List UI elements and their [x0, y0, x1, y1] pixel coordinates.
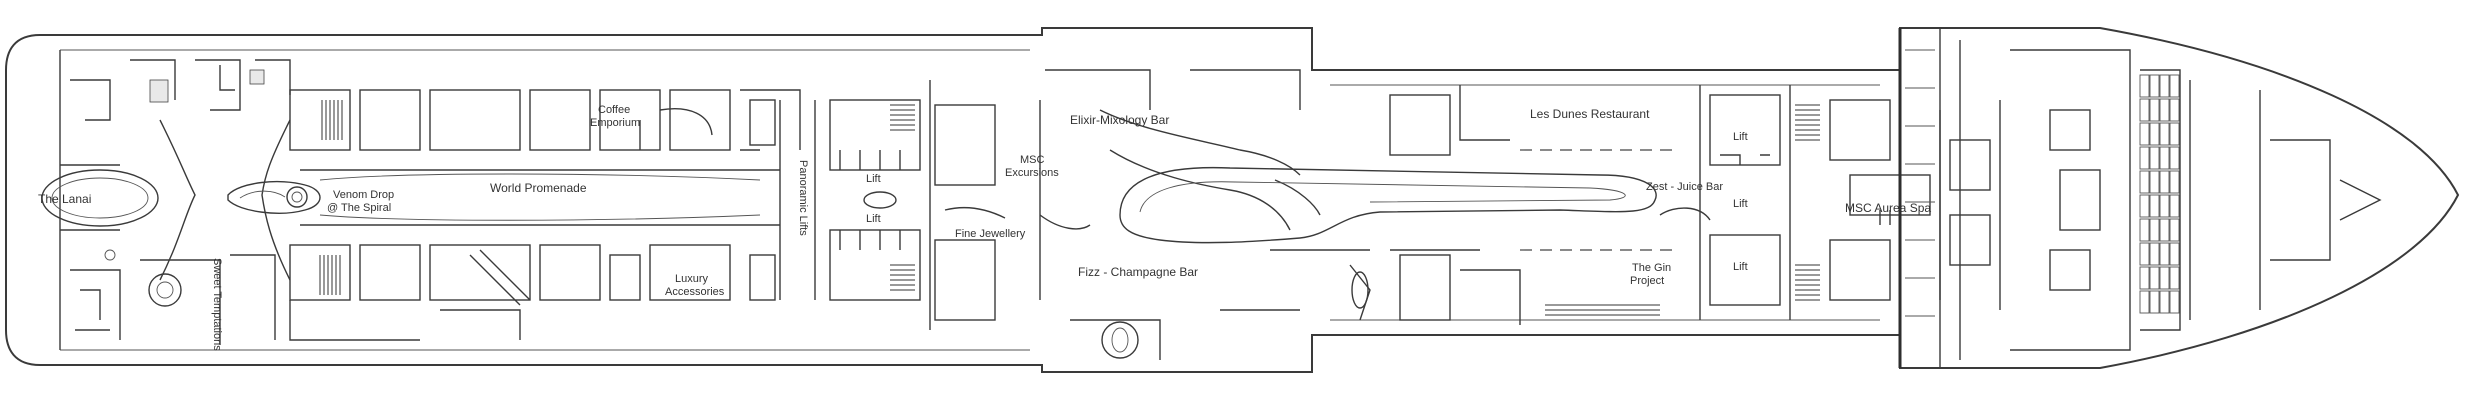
bow-cabin-cell [2139, 98, 2150, 122]
bow-cabin-cell [2139, 194, 2150, 218]
label-world-promenade: World Promenade [490, 181, 587, 195]
bow-cabin-cell [2169, 98, 2180, 122]
bow-cabin-cell [2159, 146, 2170, 170]
bow-cabin-cell [2149, 170, 2160, 194]
label-the-lanai: The Lanai [38, 192, 91, 206]
bow-cabin-cell [2149, 218, 2160, 242]
bow-cabin-cell [2159, 98, 2170, 122]
bow-cabin-cell [2159, 218, 2170, 242]
midship-stairs-aft [890, 104, 915, 291]
label-coffee-emporium-sub: Emporium [590, 117, 640, 129]
label-les-dunes-restaurant: Les Dunes Restaurant [1530, 107, 1650, 121]
bow-cabin-cell [2169, 146, 2180, 170]
fwd-midship-rooms [1349, 85, 1521, 325]
bow-cabin-cell [2139, 170, 2150, 194]
label-luxury-accessories: Luxury [675, 273, 709, 285]
bow-cabin-cell [2169, 170, 2180, 194]
forward-stairs [1795, 104, 1820, 301]
bow-cabin-cell [2159, 74, 2170, 98]
label-luxury-accessories-sub: Accessories [665, 286, 725, 298]
bow-cabin-cell [2139, 146, 2150, 170]
panoramic-lifts-area [749, 99, 921, 301]
label-venom-drop: Venom Drop [333, 189, 394, 201]
label-msc-aurea-spa: MSC Aurea Spa [1845, 201, 1931, 215]
bow-cabin-cell [2159, 242, 2170, 266]
aft-area [41, 50, 291, 350]
bow-cabin-cell [2149, 266, 2160, 290]
hull-outline [5, 27, 2460, 373]
bow-cabin-cell [2149, 98, 2160, 122]
bow-cabin-cell [2139, 290, 2150, 314]
venom-drop-spiral [227, 180, 321, 214]
label-coffee-emporium: Coffee [598, 104, 630, 116]
label-lift-aft-lower: Lift [866, 213, 881, 225]
lanai-pool [41, 169, 159, 227]
midship-section [929, 69, 1321, 360]
label-lift-fwd-upper: Lift [1733, 131, 1748, 143]
bow-cabin-cell [2169, 290, 2180, 314]
world-promenade-corridor [300, 169, 780, 226]
bow-cabin-cell [2169, 74, 2180, 98]
label-msc-excursions: MSC [1020, 154, 1045, 166]
bow-cabin-cell [2169, 218, 2180, 242]
lift-atrium-oval [863, 191, 897, 209]
label-fizz-champagne-bar: Fizz - Champagne Bar [1078, 265, 1198, 279]
bow-cabin-cell [2159, 122, 2170, 146]
label-msc-excursions-sub: Excursions [1005, 167, 1059, 179]
aft-stairs-upper [321, 100, 343, 140]
fwd-midship-stairs [1545, 304, 1660, 316]
bow-cabin-cell [2149, 194, 2160, 218]
bow-block [1898, 28, 2382, 368]
aft-upper-shops [289, 89, 801, 151]
bow-cabin-cell [2159, 266, 2170, 290]
label-venom-drop-sub: @ The Spiral [327, 202, 391, 214]
central-promenade-loop [1119, 166, 1657, 244]
label-the-gin-project-sub: Project [1630, 275, 1664, 287]
bow-cabin-cell [2159, 194, 2170, 218]
label-lift-aft-upper: Lift [866, 173, 881, 185]
bow-cabin-cell [2169, 266, 2180, 290]
label-lift-fwd-lower: Lift [1733, 261, 1748, 273]
label-lift-mid: Lift [1733, 198, 1748, 210]
label-panoramic-lifts: Panoramic Lifts [797, 160, 809, 236]
label-elixir-mixology-bar: Elixir-Mixology Bar [1070, 113, 1169, 127]
inner-hull-line [60, 49, 1880, 351]
aft-lower-shops [289, 244, 731, 341]
label-fine-jewellery: Fine Jewellery [955, 228, 1026, 240]
bow-cabin-cell [2149, 146, 2160, 170]
aft-stairs-lower [319, 255, 341, 295]
label-the-gin-project: The Gin [1632, 262, 1671, 274]
bow-cabin-cell [2169, 122, 2180, 146]
bow-cabin-cell [2159, 170, 2170, 194]
bow-cabin-cell [2139, 74, 2150, 98]
bow-cabin-cell [2139, 242, 2150, 266]
label-zest-juice-bar: Zest - Juice Bar [1646, 181, 1723, 193]
bow-cabin-cell [2149, 290, 2160, 314]
bow-cabin-cell [2149, 74, 2160, 98]
bow-cabin-cell [2139, 218, 2150, 242]
bow-cabin-cell [2169, 242, 2180, 266]
bow-cabin-cell [2169, 194, 2180, 218]
bow-cabin-cell [2159, 290, 2170, 314]
label-sweet-temptations: Sweet Temptations [211, 258, 223, 351]
bow-cabin-grid [1905, 49, 2180, 317]
bow-cabin-cell [2139, 122, 2150, 146]
forward-lift-block [1659, 85, 1791, 320]
bow-cabin-cell [2149, 242, 2160, 266]
bow-cabin-cell [2139, 266, 2150, 290]
bow-cabin-cell [2149, 122, 2160, 146]
